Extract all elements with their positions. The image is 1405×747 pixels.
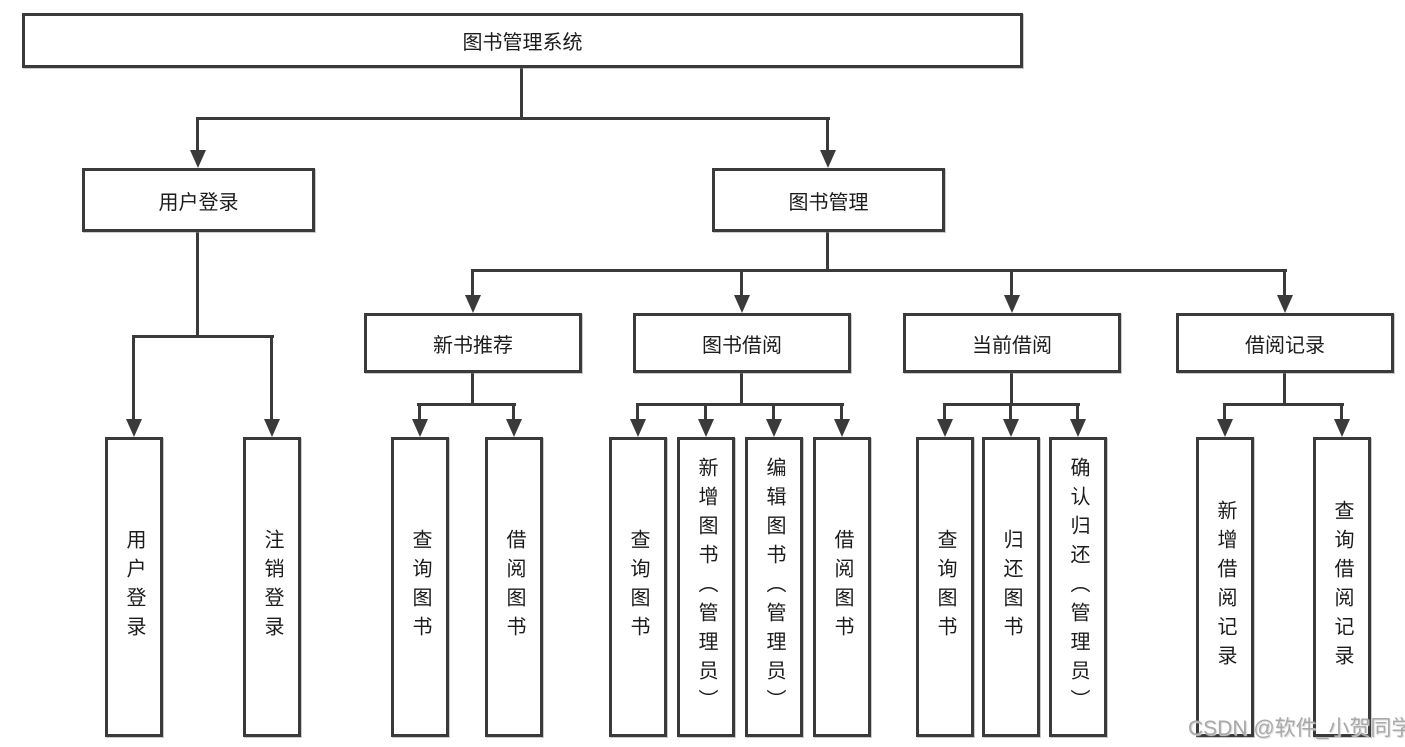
arrowhead-down-icon: [766, 419, 782, 437]
leaf-add-book-admin: 新增图书（管理员）: [677, 437, 735, 737]
connector-line: [417, 403, 516, 406]
arrowhead-down-icon: [1217, 419, 1233, 437]
arrowhead-down-icon: [820, 150, 836, 168]
connector-line: [512, 403, 515, 421]
node-label: 图书管理: [788, 191, 869, 214]
leaf-label: 查询图书: [934, 529, 956, 645]
node-label: 用户登录: [158, 191, 239, 214]
leaf-query-books-recommend: 查询图书: [391, 437, 449, 737]
connector-line: [1223, 403, 1344, 406]
arrowhead-down-icon: [698, 419, 714, 437]
node-borrow-records: 借阅记录: [1176, 313, 1394, 373]
leaf-label: 归还图书: [1000, 529, 1022, 645]
connector-line: [132, 335, 135, 421]
leaf-query-borrow-record: 查询借阅记录: [1313, 437, 1371, 737]
connector-line: [1283, 269, 1286, 297]
leaf-label: 编辑图书（管理员）: [763, 456, 785, 718]
connector-line: [704, 403, 707, 421]
node-root-system: 图书管理系统: [22, 13, 1023, 68]
arrowhead-down-icon: [630, 419, 646, 437]
leaf-query-books-current: 查询图书: [916, 437, 974, 737]
connector-line: [826, 230, 829, 271]
connector-line: [1009, 403, 1012, 421]
leaf-add-borrow-record: 新增借阅记录: [1196, 437, 1254, 737]
leaf-return-book: 归还图书: [982, 437, 1040, 737]
leaf-user-login: 用户登录: [105, 437, 163, 737]
node-user-login: 用户登录: [82, 168, 315, 232]
connector-line: [471, 269, 1287, 272]
connector-line: [772, 403, 775, 421]
connector-line: [520, 66, 523, 119]
leaf-label: 借阅图书: [503, 529, 525, 645]
connector-line: [636, 403, 844, 406]
connector-line: [636, 403, 639, 421]
arrowhead-down-icon: [1277, 295, 1293, 313]
leaf-label: 确认归还（管理员）: [1067, 456, 1089, 718]
arrowhead-down-icon: [1004, 295, 1020, 313]
arrowhead-down-icon: [190, 150, 206, 168]
leaf-label: 新增借阅记录: [1214, 500, 1236, 674]
arrowhead-down-icon: [834, 419, 850, 437]
leaf-label: 查询图书: [627, 529, 649, 645]
arrowhead-down-icon: [1334, 419, 1350, 437]
connector-line: [196, 230, 199, 337]
arrowhead-down-icon: [734, 295, 750, 313]
connector-line: [196, 117, 199, 153]
node-new-book-recommend: 新书推荐: [364, 313, 582, 373]
node-book-borrow: 图书借阅: [633, 313, 851, 373]
leaf-label: 借阅图书: [831, 529, 853, 645]
leaf-label: 新增图书（管理员）: [695, 456, 717, 718]
node-label: 图书借阅: [702, 334, 782, 357]
leaf-label: 用户登录: [123, 529, 145, 645]
connector-line: [1223, 403, 1226, 421]
leaf-edit-book-admin: 编辑图书（管理员）: [745, 437, 803, 737]
connector-line: [270, 335, 273, 421]
node-label: 新书推荐: [433, 334, 513, 357]
arrowhead-down-icon: [412, 419, 428, 437]
connector-line: [471, 269, 474, 297]
watermark: CSDN @软件_小贺同学: [1188, 717, 1405, 740]
arrowhead-down-icon: [126, 419, 142, 437]
connector-line: [840, 403, 843, 421]
node-label: 借阅记录: [1245, 334, 1325, 357]
leaf-borrow-books-recommend: 借阅图书: [485, 437, 543, 737]
node-book-management: 图书管理: [712, 168, 945, 232]
connector-line: [1283, 371, 1286, 405]
node-label: 当前借阅: [972, 334, 1052, 357]
connector-line: [418, 403, 421, 421]
connector-line: [943, 403, 946, 421]
arrowhead-down-icon: [465, 295, 481, 313]
arrowhead-down-icon: [1003, 419, 1019, 437]
connector-line: [1010, 371, 1013, 405]
connector-line: [1076, 403, 1079, 421]
connector-line: [740, 269, 743, 297]
connector-line: [740, 371, 743, 405]
connector-line: [826, 117, 829, 153]
leaf-query-books-borrow: 查询图书: [609, 437, 667, 737]
leaf-confirm-return-admin: 确认归还（管理员）: [1049, 437, 1107, 737]
leaf-label: 查询借阅记录: [1331, 500, 1353, 674]
connector-line: [1340, 403, 1343, 421]
arrowhead-down-icon: [264, 419, 280, 437]
leaf-borrow-books-borrow: 借阅图书: [813, 437, 871, 737]
arrowhead-down-icon: [1070, 419, 1086, 437]
node-current-borrow: 当前借阅: [903, 313, 1121, 373]
leaf-logout: 注销登录: [243, 437, 301, 737]
arrowhead-down-icon: [937, 419, 953, 437]
arrowhead-down-icon: [506, 419, 522, 437]
connector-line: [471, 371, 474, 405]
node-label: 图书管理系统: [462, 32, 583, 54]
leaf-label: 查询图书: [409, 529, 431, 645]
connector-line: [132, 335, 274, 338]
connector-line: [1010, 269, 1013, 297]
connector-line: [196, 117, 830, 120]
leaf-label: 注销登录: [261, 529, 283, 645]
